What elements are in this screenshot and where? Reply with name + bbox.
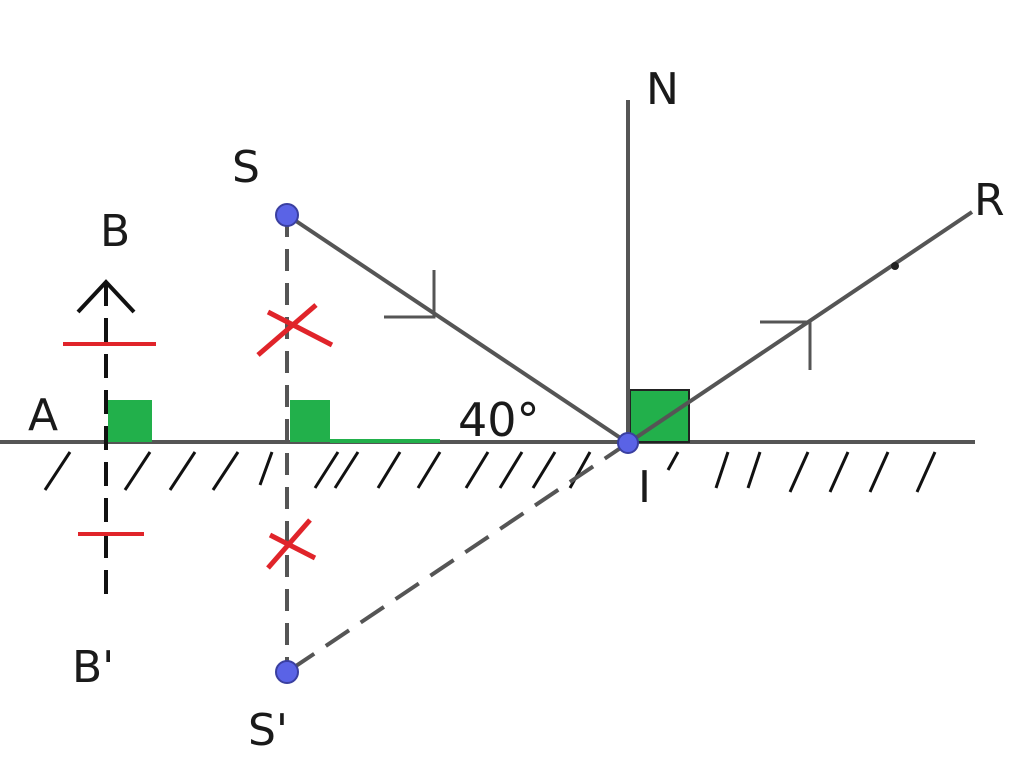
label-angle: 40°	[458, 393, 540, 447]
label-I: I	[638, 462, 651, 513]
mirror-hatching	[43, 451, 937, 493]
reflected-ray-dot	[891, 262, 899, 270]
right-angle-marker-A	[108, 400, 152, 442]
arrow-head-B	[76, 279, 136, 314]
label-N: N	[646, 64, 679, 115]
equal-cross-lower-S	[266, 518, 317, 570]
label-B: B	[100, 206, 130, 257]
label-R: R	[974, 175, 1005, 226]
label-B-prime: B'	[72, 642, 114, 693]
incident-ray-arrow	[384, 270, 436, 319]
incident-ray	[285, 213, 630, 445]
reflected-ray	[626, 210, 974, 445]
right-angle-marker-S	[290, 400, 330, 442]
equal-cross-upper-S	[256, 303, 334, 357]
reflected-ray-arrow	[760, 320, 812, 370]
point-S	[275, 203, 299, 227]
label-A: A	[28, 390, 58, 441]
point-S-prime	[275, 660, 299, 684]
label-S: S	[232, 142, 260, 193]
point-I	[617, 432, 639, 454]
virtual-ray	[285, 441, 630, 674]
label-S-prime: S'	[248, 705, 288, 756]
